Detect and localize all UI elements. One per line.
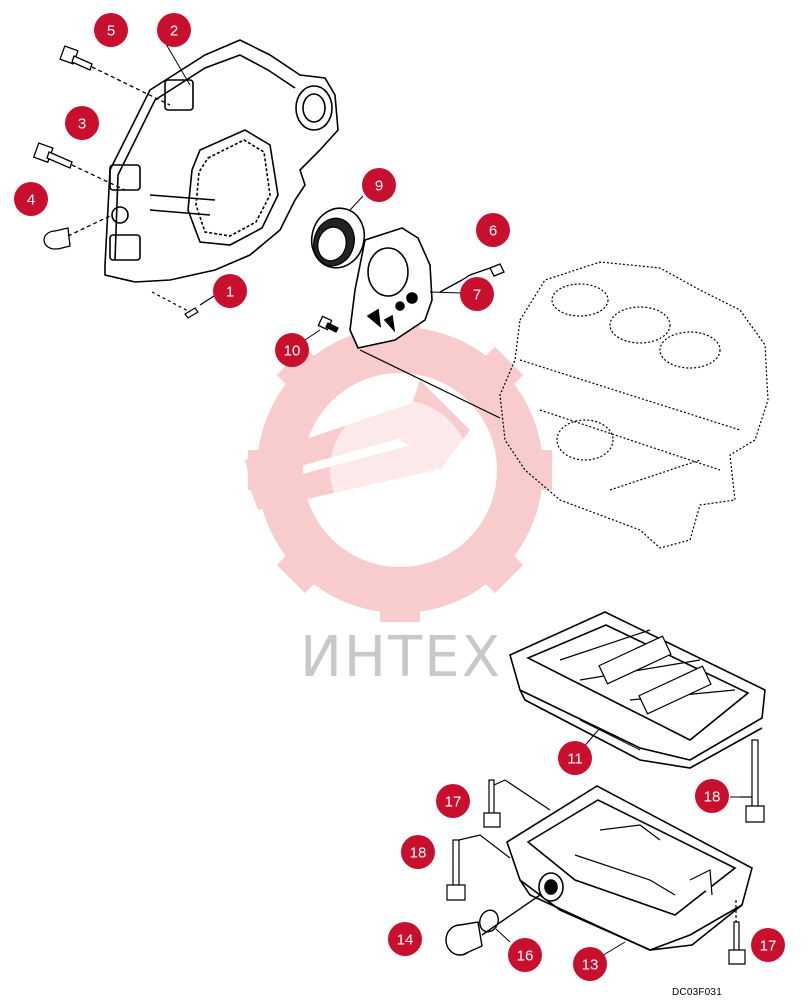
callout-14: 14 (388, 922, 422, 956)
svg-text:5: 5 (107, 23, 115, 40)
callout-16: 16 (508, 938, 542, 972)
svg-text:9: 9 (375, 178, 383, 195)
svg-text:6: 6 (489, 223, 497, 240)
svg-text:7: 7 (473, 287, 481, 304)
oil-pan-upper-11 (509, 611, 766, 769)
bolt-17-left (483, 779, 551, 828)
leader-lines (165, 43, 745, 798)
callout-10: 10 (275, 333, 309, 367)
callout-17-left: 17 (436, 784, 470, 818)
callout-9: 9 (362, 168, 396, 202)
callout-17-right: 17 (751, 928, 785, 962)
bolt-18-left (446, 834, 511, 901)
svg-text:3: 3 (78, 116, 86, 133)
svg-text:17: 17 (445, 794, 462, 811)
bolt-17-right (728, 900, 746, 965)
callouts: 5 2 3 4 9 6 7 1 10 11 18 17 18 14 16 13 … (14, 13, 785, 981)
dowel-pin-1 (151, 291, 215, 319)
callout-4: 4 (14, 182, 48, 216)
svg-text:17: 17 (760, 938, 777, 955)
plug-4 (43, 214, 113, 250)
svg-text:11: 11 (567, 751, 583, 768)
callout-3: 3 (65, 106, 99, 140)
pin-6 (439, 263, 505, 293)
figure-code: DC03F031 (672, 987, 722, 998)
svg-text:18: 18 (410, 845, 427, 862)
svg-text:4: 4 (27, 192, 35, 209)
watermark-text: ИНТЕХ (300, 625, 502, 690)
oil-seal-9 (310, 207, 366, 269)
oil-seal-case-7 (349, 227, 501, 419)
svg-text:10: 10 (284, 343, 301, 360)
flywheel-housing (104, 39, 339, 283)
svg-text:18: 18 (704, 789, 721, 806)
svg-text:14: 14 (397, 932, 414, 949)
drain-plug-14 (445, 894, 541, 956)
callout-18-right: 18 (695, 779, 729, 813)
leader-13 (599, 941, 626, 958)
callout-18-left: 18 (401, 835, 435, 869)
bolt-18-right (740, 739, 765, 823)
callout-11: 11 (558, 741, 592, 775)
svg-text:16: 16 (517, 948, 534, 965)
engine-block-ghost (499, 261, 769, 549)
svg-text:1: 1 (226, 284, 234, 301)
callout-7: 7 (460, 277, 494, 311)
callout-2: 2 (157, 13, 191, 47)
gasket-16 (479, 909, 511, 943)
callout-13: 13 (573, 947, 607, 981)
callout-5: 5 (94, 13, 128, 47)
bolt-3 (32, 142, 126, 191)
svg-text:2: 2 (170, 23, 178, 40)
oil-pan-lower-13 (506, 785, 753, 951)
bolt-10 (317, 315, 339, 333)
callout-1: 1 (213, 274, 247, 308)
bolt-5 (59, 45, 171, 106)
svg-text:13: 13 (582, 957, 599, 974)
callout-6: 6 (476, 213, 510, 247)
